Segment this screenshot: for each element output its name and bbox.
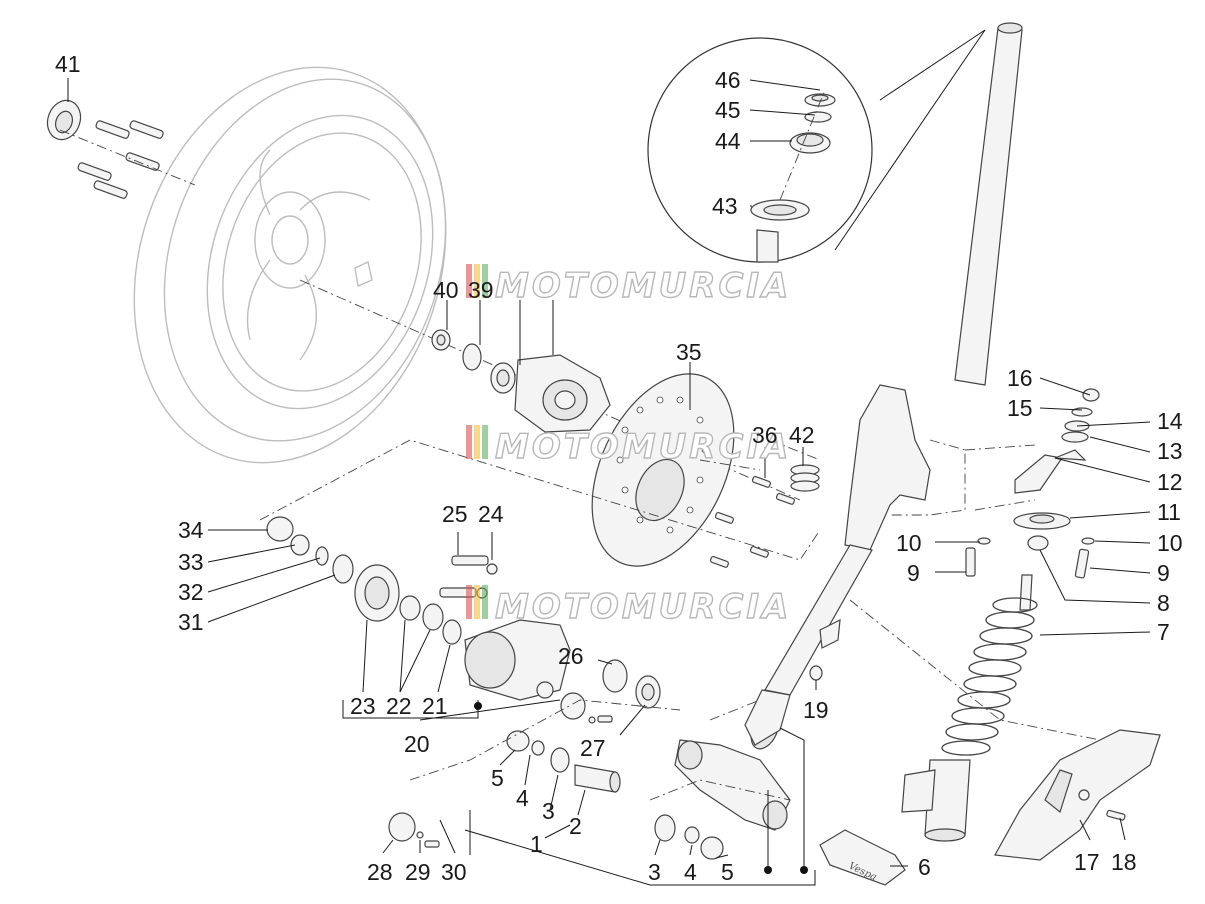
callout-39: 39	[468, 277, 494, 303]
callout-12: 12	[1157, 469, 1183, 495]
callout-25: 25	[442, 501, 468, 527]
callout-33: 33	[178, 549, 204, 575]
callout-27: 27	[580, 735, 606, 761]
callout-31: 31	[178, 609, 204, 635]
callout-2: 2	[569, 813, 582, 839]
callout-20: 20	[404, 731, 430, 757]
callout-41: 41	[55, 51, 81, 77]
brake-disc	[591, 373, 735, 567]
circlip-39	[462, 343, 482, 371]
callout-10b: 10	[1157, 530, 1183, 556]
callout-42: 42	[789, 422, 815, 448]
callout-18: 18	[1111, 849, 1137, 875]
steering-fork	[744, 22, 1023, 750]
slider-6: Vespa	[819, 829, 906, 886]
callout-35: 35	[676, 339, 702, 365]
callout-46: 46	[715, 67, 741, 93]
seal-parts	[560, 659, 661, 724]
callout-8: 8	[1157, 590, 1170, 616]
callout-9a: 9	[907, 560, 920, 586]
callout-3a: 3	[542, 798, 555, 824]
leader-lines	[67, 78, 1151, 867]
callout-40: 40	[433, 277, 459, 303]
callout-17: 17	[1074, 849, 1100, 875]
callout-19: 19	[803, 697, 829, 723]
watermark-middle: MOTOMURCIA	[466, 425, 791, 468]
callout-34: 34	[178, 517, 204, 543]
callout-4b: 4	[684, 859, 697, 885]
watermark-bottom: MOTOMURCIA	[466, 585, 791, 628]
callout-4a: 4	[516, 785, 529, 811]
callout-3b: 3	[648, 859, 661, 885]
steering-detail-inset	[647, 29, 986, 263]
callout-26: 26	[558, 643, 584, 669]
callout-10a: 10	[896, 530, 922, 556]
watermark-top: MOTOMURCIA	[466, 264, 791, 307]
disc-bolts-36	[709, 475, 795, 568]
callout-13: 13	[1157, 438, 1183, 464]
shock-absorber	[901, 574, 1038, 842]
front-wheel	[133, 66, 447, 464]
watermark-text: MOTOMURCIA	[495, 427, 791, 467]
callout-45: 45	[715, 97, 741, 123]
callout-15: 15	[1007, 395, 1033, 421]
wheel-bolts	[77, 120, 164, 199]
callout-7: 7	[1157, 619, 1170, 645]
fork-guard	[994, 729, 1161, 861]
callout-24: 24	[478, 501, 504, 527]
callout-9b: 9	[1157, 560, 1170, 586]
callout-14: 14	[1157, 408, 1183, 434]
link-arm	[506, 730, 791, 860]
callout-29: 29	[405, 859, 431, 885]
axle-nut-41	[46, 99, 82, 141]
callout-44: 44	[715, 128, 741, 154]
brake-caliper	[464, 619, 571, 701]
callout-23: 23	[350, 693, 376, 719]
watermark-text: MOTOMURCIA	[495, 587, 791, 627]
callout-1: 1	[530, 831, 543, 857]
callout-30: 30	[441, 859, 467, 885]
callout-28: 28	[367, 859, 393, 885]
callout-32: 32	[178, 579, 204, 605]
watermark-text: MOTOMURCIA	[495, 266, 791, 306]
caliper-small-parts	[266, 516, 498, 645]
callout-22: 22	[386, 693, 412, 719]
callout-11: 11	[1157, 499, 1181, 525]
callout-6: 6	[918, 854, 931, 880]
callout-16: 16	[1007, 365, 1033, 391]
fork-nut-19	[809, 665, 823, 681]
bushing-28	[388, 812, 440, 848]
bump-stop-42	[790, 464, 820, 492]
callout-labels: 41 46 45 44 43 40 39 35 36 42 16 15 14 1…	[55, 51, 1183, 885]
bearing	[490, 362, 516, 394]
callout-5b: 5	[721, 859, 734, 885]
wheel-hub	[514, 354, 611, 433]
callout-36: 36	[752, 422, 778, 448]
callout-43: 43	[712, 193, 738, 219]
callout-21: 21	[422, 693, 448, 719]
spacer-40	[431, 329, 451, 351]
callout-5a: 5	[491, 765, 504, 791]
